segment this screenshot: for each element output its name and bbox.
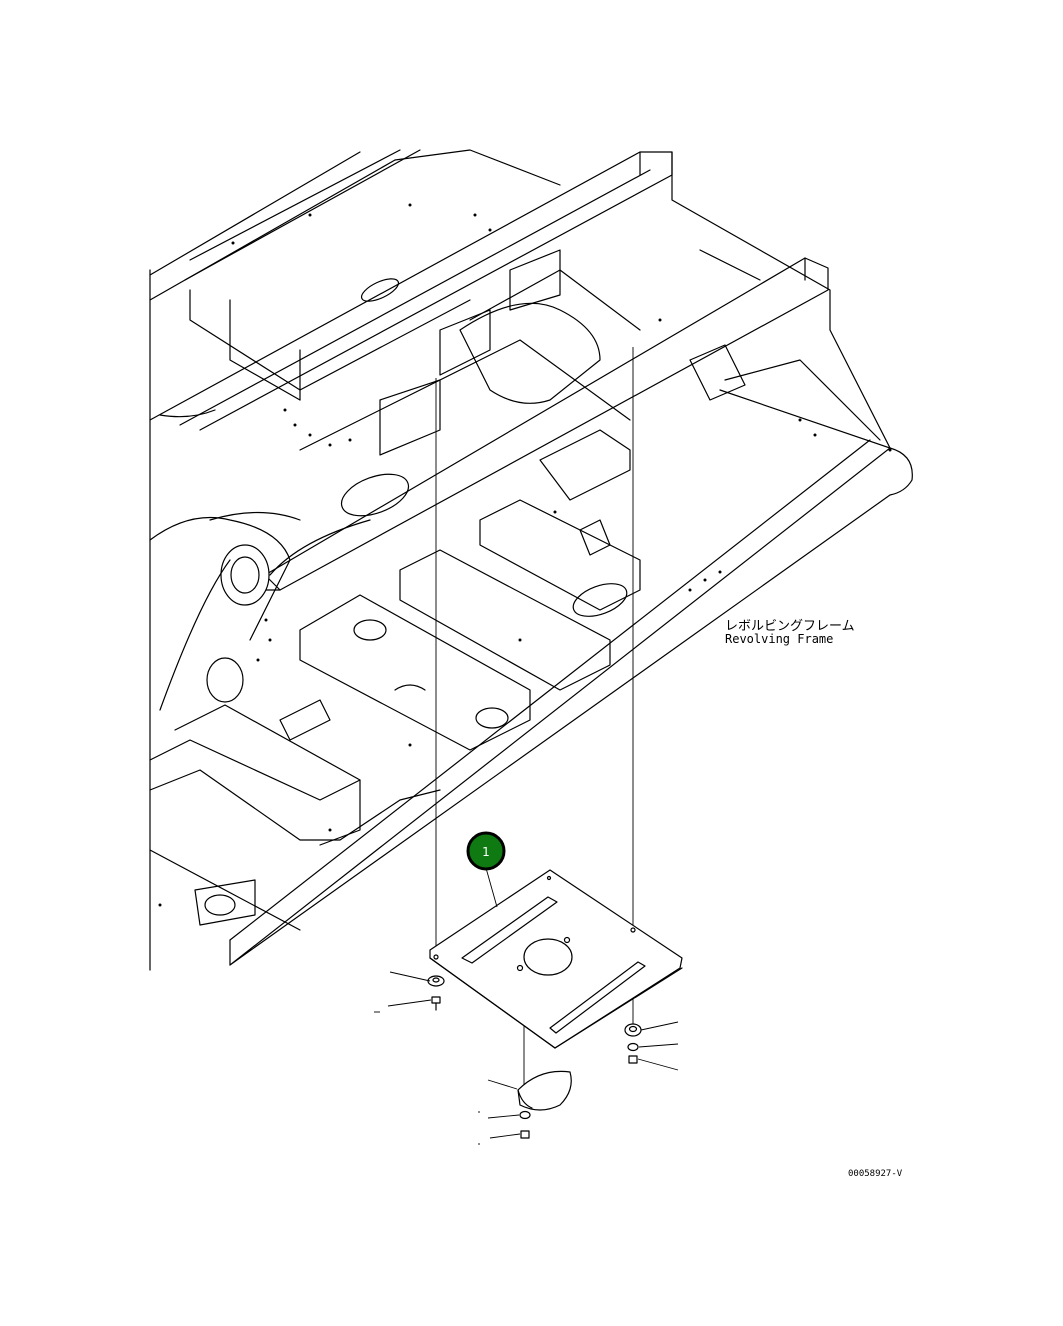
frame-rivets: [158, 203, 892, 907]
cover-plate[interactable]: [429, 869, 683, 1049]
hardware-bottom: [478, 1079, 531, 1145]
revolving-frame: [149, 149, 913, 971]
drawing-number: 00058927-V: [848, 1169, 903, 1179]
frame-label-japanese: レボルビングフレーム: [725, 619, 855, 634]
frame-label-english: Revolving Frame: [725, 632, 833, 646]
hardware-right: [624, 1021, 679, 1071]
small-round-cover[interactable]: [517, 1070, 572, 1111]
callout-1-number: 1: [482, 845, 490, 859]
hardware-left: [374, 971, 445, 1013]
callout-1[interactable]: 1: [466, 831, 506, 908]
